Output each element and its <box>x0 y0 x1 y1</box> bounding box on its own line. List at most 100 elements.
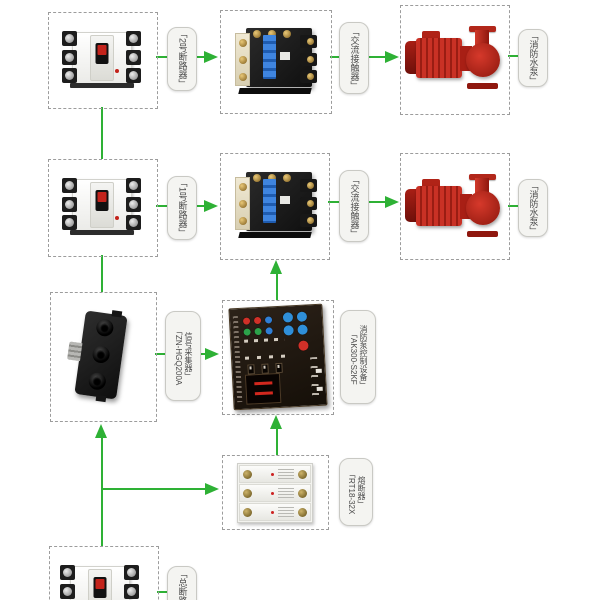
node-box-contactor-2 <box>220 153 330 260</box>
breaker-terminals-right <box>124 565 140 600</box>
label-controller: 「AK300-S2KF 消防泵控制设备」 <box>340 310 376 404</box>
fire-pump-1-image <box>405 26 503 90</box>
connector-pump2-label <box>508 205 518 207</box>
contactor-nameplate <box>280 196 290 204</box>
label-controller-text: 「AK300-S2KF 消防泵控制设备」 <box>349 325 368 389</box>
panel-button-cyan <box>282 312 294 323</box>
pump-volute <box>466 191 500 225</box>
pump-motor-cap <box>405 189 419 222</box>
pump-motor <box>416 186 462 226</box>
connector-junction-fuse <box>102 488 206 490</box>
pump-motor <box>416 38 462 78</box>
node-box-breaker-2 <box>48 12 158 109</box>
panel-title-strip <box>232 316 243 403</box>
arrowhead-into-contactor2-bottom <box>270 260 282 274</box>
label-fuse: 「RT18-32X 熔断器」 <box>339 458 373 526</box>
panel-display <box>244 372 282 405</box>
breaker-base <box>70 83 134 88</box>
contactor-right-terminals <box>300 179 317 227</box>
label-collector-text: 「ZN-HGQ200A 信号采集器」 <box>174 326 193 386</box>
contactor-left-terminals <box>235 177 250 230</box>
contactor-top-screws <box>253 174 291 182</box>
breaker-terminals-left <box>62 178 78 230</box>
panel-button-green <box>243 328 251 336</box>
node-box-main-breaker <box>49 546 159 600</box>
contactor-nameplate <box>280 52 290 60</box>
label-pump-1-text: 「消防水泵」 <box>528 31 539 85</box>
label-fuse-text: 「RT18-32X 熔断器」 <box>347 469 366 515</box>
node-box-controller <box>222 300 334 415</box>
arrowhead-into-contactor1 <box>204 51 218 63</box>
panel-button-green <box>254 327 262 336</box>
label-breaker-2-text: 「2号断路器」 <box>177 29 188 89</box>
panel-markings <box>244 337 285 343</box>
connector-pump1-label <box>508 55 518 57</box>
circuit-breaker-1-image <box>62 177 142 235</box>
node-box-breaker-1 <box>48 159 158 257</box>
panel-button-cyan <box>297 324 308 335</box>
panel-button-red <box>253 316 262 325</box>
node-box-pump-2 <box>400 153 510 260</box>
arrowhead-into-controller-bottom <box>270 415 282 429</box>
label-pump-2: 「消防水泵」 <box>518 179 548 237</box>
collector-tab <box>95 394 107 403</box>
label-contactor-1-text: 「交流接触器」 <box>349 26 360 90</box>
breaker-terminals-right <box>126 31 142 83</box>
contactor-blue-module <box>263 179 276 223</box>
label-breaker-1-text: 「1号断路器」 <box>177 178 188 238</box>
connector-mainbreaker-label <box>157 591 169 593</box>
label-collector: 「ZN-HGQ200A 信号采集器」 <box>165 311 201 401</box>
contactor-right-terminals <box>300 35 317 83</box>
fire-pump-2-image <box>405 174 503 238</box>
connector-breaker1-collector <box>101 255 103 292</box>
panel-button-cyan <box>296 311 308 322</box>
panel-markings <box>244 354 290 360</box>
breaker-toggle-panel <box>90 35 114 81</box>
node-box-fuse <box>222 455 329 530</box>
panel-button-blue <box>264 316 273 324</box>
panel-switch <box>261 363 269 374</box>
pump-foot-flange <box>467 231 498 237</box>
connector-mainbreaker-collector <box>101 438 103 546</box>
contactor-top-screws <box>253 30 291 38</box>
contactor-base <box>238 88 312 94</box>
label-pump-2-text: 「消防水泵」 <box>528 181 539 235</box>
fuse-pole <box>239 465 311 483</box>
pump-controller-image <box>228 303 328 411</box>
arrowhead-into-pump2 <box>385 196 399 208</box>
panel-switch <box>247 364 255 375</box>
breaker-base <box>70 230 134 235</box>
panel-button-blue <box>265 327 273 335</box>
pump-motor-cap <box>405 41 419 74</box>
contactor-left-terminals <box>235 33 250 86</box>
label-main-breaker: 「总断路器」 <box>167 566 197 600</box>
fuse-pole <box>239 484 311 502</box>
pump-junction-box <box>422 31 440 41</box>
breaker-terminals-right <box>126 178 142 230</box>
contactor-blue-module <box>263 35 276 79</box>
fuse-pole <box>239 503 311 521</box>
panel-button-red <box>242 317 251 325</box>
pump-volute <box>466 43 500 77</box>
ac-contactor-2-image <box>235 170 317 238</box>
fuse-block-image <box>237 463 313 523</box>
connector-controller-contactor2 <box>276 274 278 300</box>
node-box-collector <box>50 292 157 422</box>
panel-right-tag <box>315 368 322 374</box>
breaker-toggle-panel <box>88 569 112 600</box>
pump-outlet-flange <box>469 26 496 32</box>
contactor-base <box>238 232 312 238</box>
connector-breaker2-breaker1 <box>101 107 103 159</box>
panel-button-red-large <box>298 340 309 351</box>
panel-switch <box>275 362 283 374</box>
breaker-indicator-dot <box>115 216 119 220</box>
label-breaker-1: 「1号断路器」 <box>167 176 197 240</box>
arrowhead-into-controller <box>205 348 219 360</box>
pump-foot-flange <box>467 83 498 89</box>
label-main-breaker-text: 「总断路器」 <box>177 569 188 600</box>
breaker-terminals-left <box>62 31 78 83</box>
panel-button-cyan <box>283 325 294 336</box>
panel-right-markings <box>310 356 320 398</box>
pump-junction-box <box>422 179 440 189</box>
